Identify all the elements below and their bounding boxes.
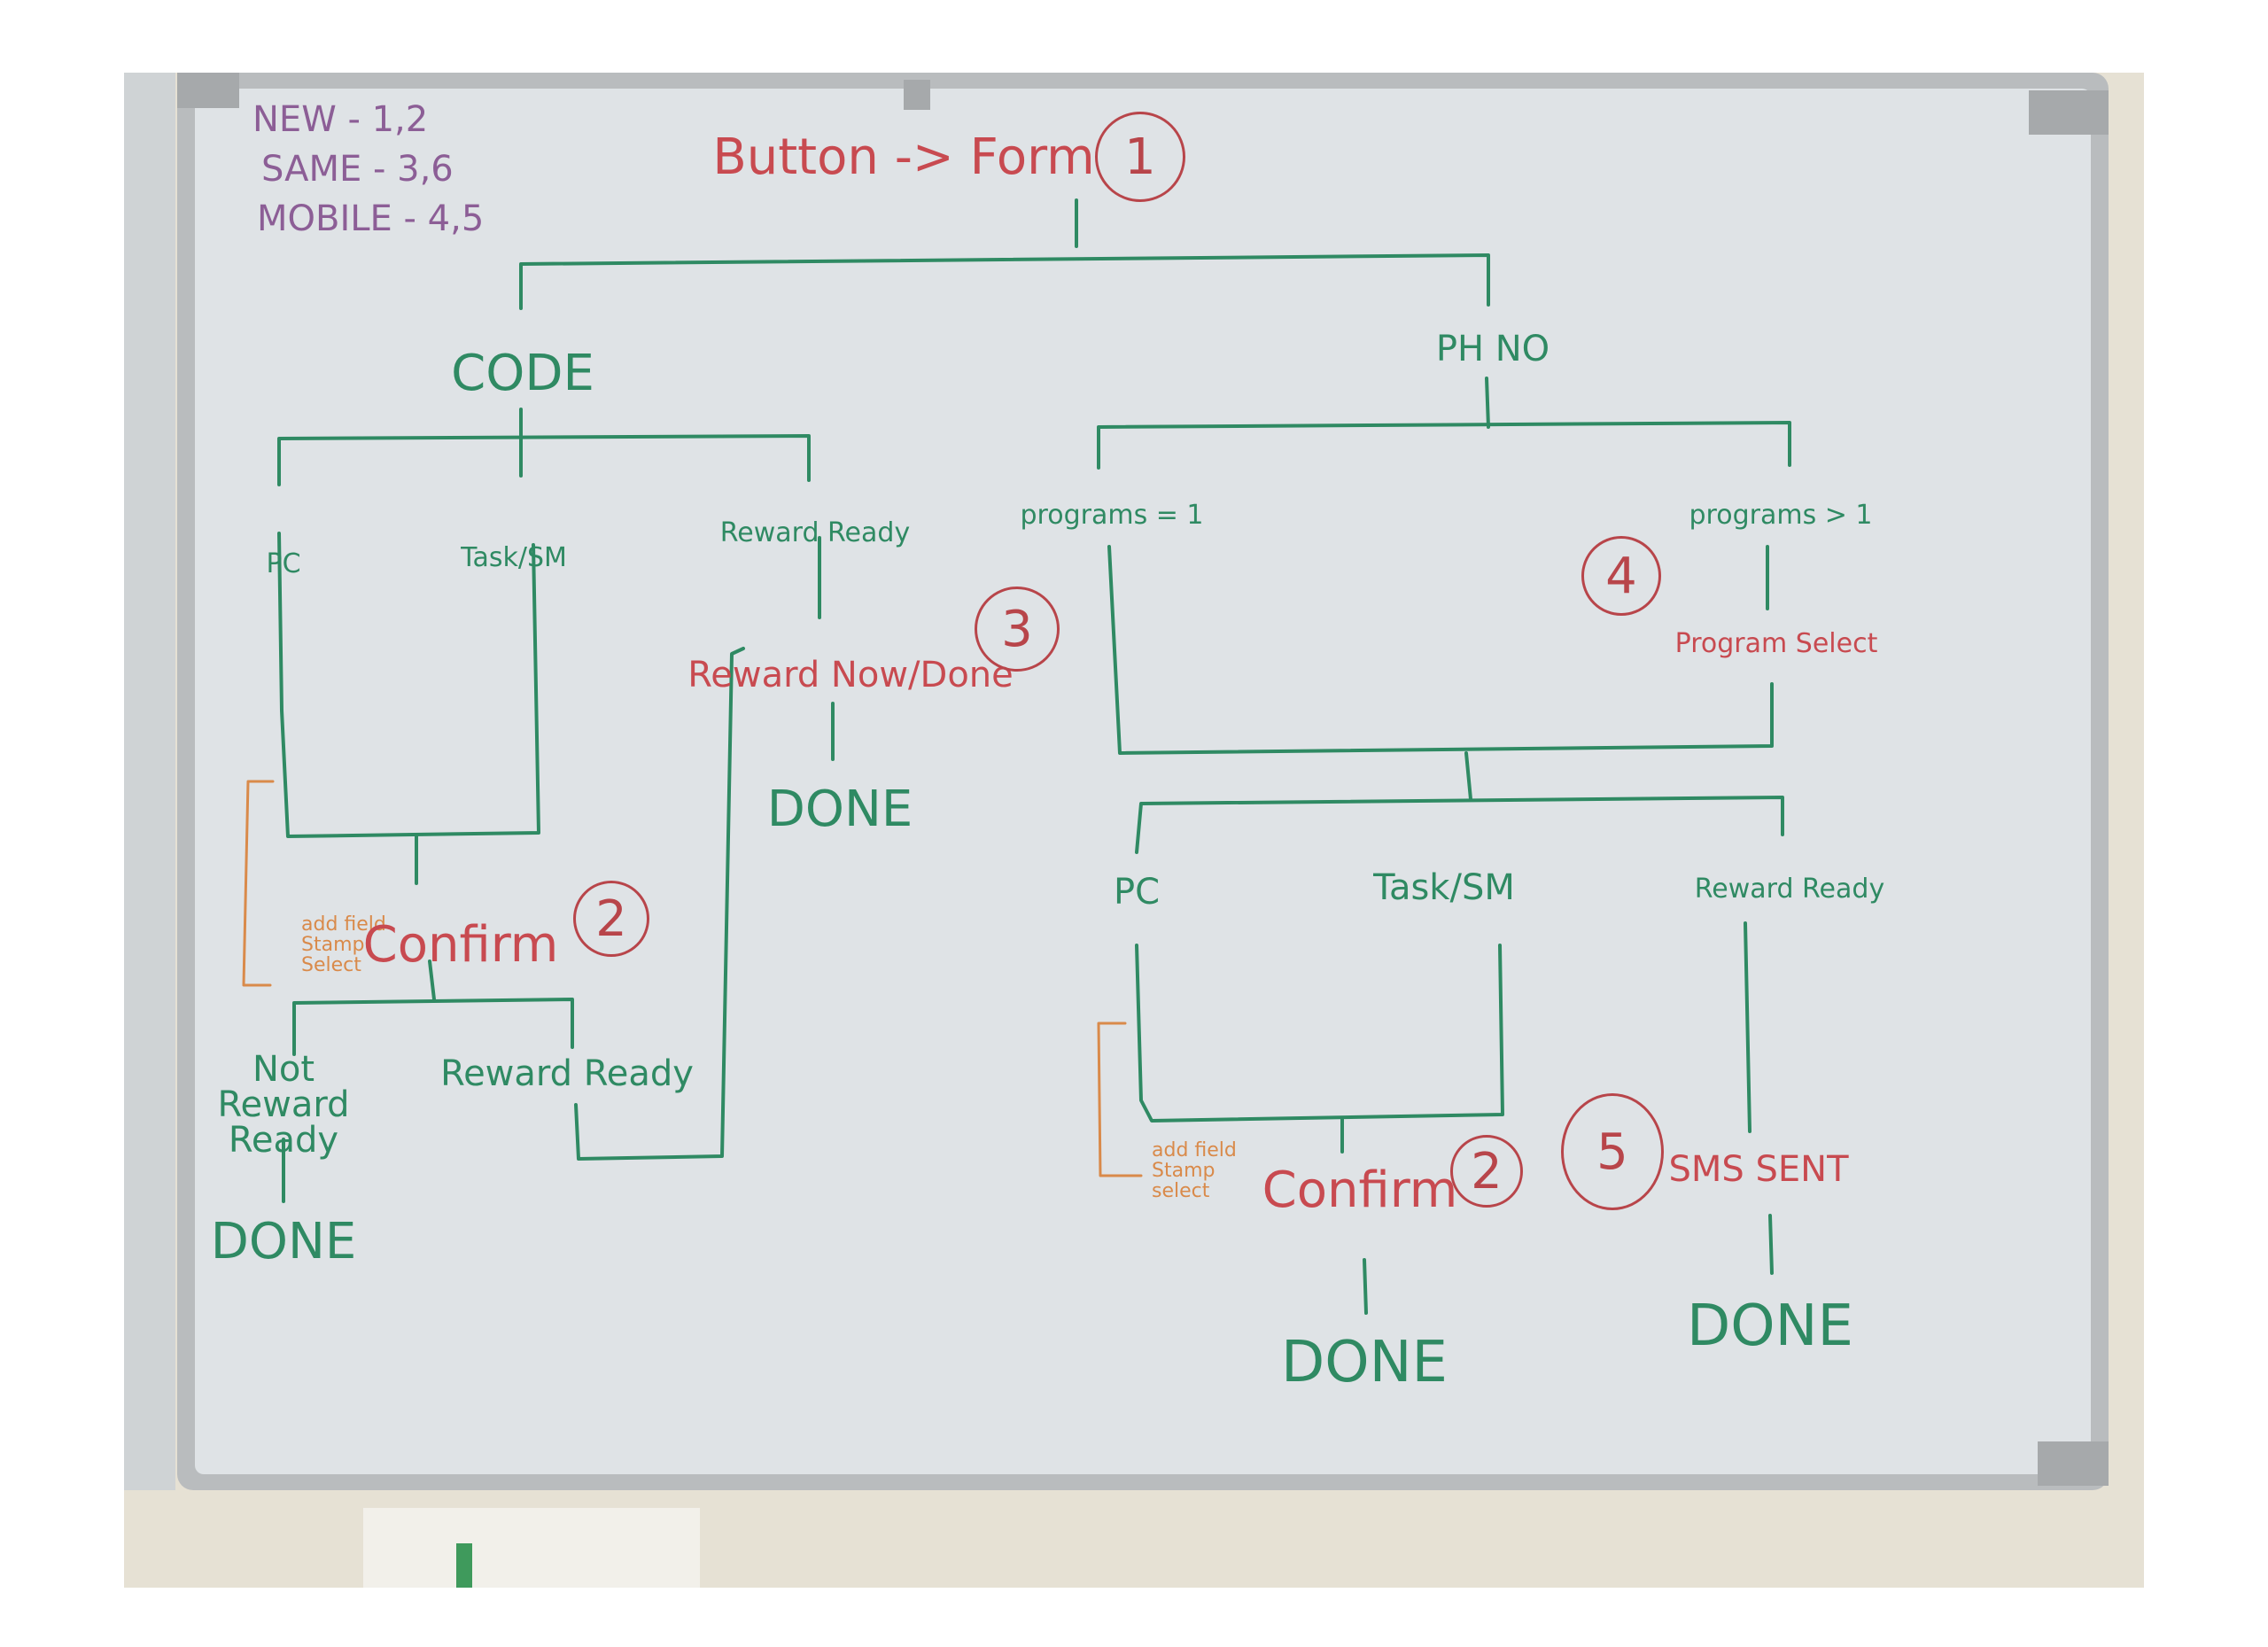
right-pc-task-box (1135, 944, 1504, 1123)
right-confirm-done-stem (1363, 1258, 1368, 1315)
sms-done-stem (1768, 1214, 1774, 1275)
right-confirm-done: DONE (1281, 1330, 1448, 1395)
code-label: CODE (451, 345, 594, 402)
whiteboard-drawing (124, 73, 2109, 1588)
right-child-task-sm: Task/SM (1373, 867, 1515, 908)
right-note-line-1: add field (1152, 1139, 1237, 1161)
merge-split (1135, 796, 1784, 854)
left-add-field-bracket (242, 780, 275, 987)
programs-gt-1: programs > 1 (1689, 500, 1873, 531)
reward-now-label: Reward Now/Done (687, 655, 1014, 695)
green-connectors (277, 198, 1791, 1315)
ph-split (1097, 421, 1791, 470)
board-corner-tr (2029, 90, 2109, 135)
orange-brackets (242, 780, 1143, 1177)
merge-stem (1464, 751, 1472, 801)
confirm-left-stem (428, 959, 436, 1001)
whiteboard-photo: NEW - 1,2 SAME - 3,6 MOBILE - 4,5 Button… (124, 73, 2144, 1588)
right-confirm-label: Confirm (1262, 1161, 1458, 1219)
wall-sticker (363, 1508, 700, 1588)
legend-mobile: MOBILE - 4,5 (257, 198, 485, 239)
sms-sent-label: SMS SENT (1668, 1149, 1849, 1190)
reward-now-badge: 3 (975, 587, 1060, 672)
right-note-line-3: select (1152, 1180, 1210, 1203)
whiteboard-surface (195, 89, 2091, 1474)
code-child-task-sm: Task/SM (461, 542, 567, 573)
right-child-pc: PC (1113, 872, 1161, 913)
root-label: Button -> Form (712, 128, 1095, 186)
sms-badge: 5 (1561, 1093, 1664, 1210)
not-reward-ready-label: Not Reward Ready (217, 1049, 350, 1161)
code-child-pc: PC (266, 548, 301, 579)
left-note-line-1: add field (301, 913, 386, 936)
root-badge: 1 (1095, 112, 1185, 202)
wall-sticker-strip (456, 1543, 472, 1588)
legend-new: NEW - 1,2 (252, 99, 429, 140)
ph-stem (1485, 377, 1490, 429)
right-child-reward-ready: Reward Ready (1694, 874, 1885, 905)
right-note-line-2: Stamp (1152, 1160, 1216, 1183)
left-confirm-label: Confirm (362, 916, 559, 974)
confirm-split (292, 998, 574, 1056)
board-corner-br (2038, 1441, 2109, 1486)
left-note-line-2: Stamp (301, 934, 365, 957)
right-add-field-note: add field Stamp select (1152, 1140, 1237, 1201)
left-add-field-note: add field Stamp Select (301, 914, 386, 975)
programs-box (1107, 545, 1774, 755)
left-reward-ready-outcome: Reward Ready (440, 1053, 694, 1094)
legend-same: SAME - 3,6 (261, 149, 454, 190)
board-clip-top (904, 80, 930, 110)
right-add-field-bracket (1097, 1022, 1143, 1177)
programs-badge: 4 (1581, 536, 1661, 616)
sms-done: DONE (1687, 1294, 1853, 1359)
left-note-line-3: Select (301, 954, 361, 977)
code-child-reward-ready: Reward Ready (719, 517, 911, 548)
left-confirm-badge: 2 (573, 881, 649, 957)
board-corner-tl (177, 73, 239, 108)
left-neighbour-board (124, 73, 175, 1490)
reward-now-done: DONE (766, 781, 913, 838)
program-select-label: Program Select (1674, 628, 1878, 659)
right-reward-ready-stem (1744, 921, 1751, 1133)
not-ready-done: DONE (210, 1213, 357, 1270)
programs-eq-1: programs = 1 (1020, 500, 1204, 531)
code-split (277, 434, 811, 486)
ph-no-label: PH NO (1435, 329, 1550, 369)
reward-ready-loop (574, 647, 745, 1161)
root-split (519, 253, 1490, 310)
pc-task-box (277, 532, 540, 838)
right-confirm-badge: 2 (1450, 1135, 1523, 1208)
